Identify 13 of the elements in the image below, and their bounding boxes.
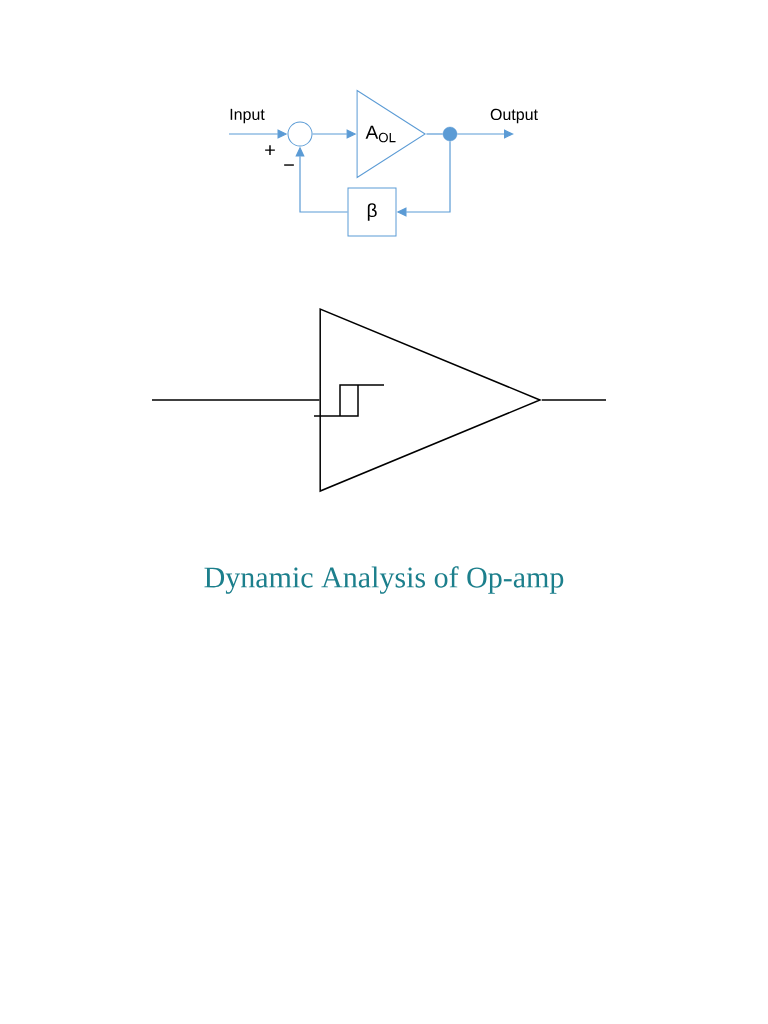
signal-label: Output bbox=[490, 108, 538, 124]
caption: Dynamic Analysis of Op-amp bbox=[204, 566, 564, 594]
arrow bbox=[456, 129, 514, 139]
signal-label: − bbox=[284, 164, 294, 166]
signal-label: + bbox=[265, 145, 275, 155]
connector-line bbox=[151, 399, 321, 401]
signal-label: Input bbox=[230, 108, 265, 124]
junction-dot bbox=[442, 126, 458, 142]
connector-line bbox=[425, 133, 444, 135]
amplifier-triangle: A$_{OL}$ bbox=[356, 90, 426, 178]
connector-line bbox=[541, 399, 607, 401]
gain-box: β bbox=[347, 187, 397, 237]
summing-circle bbox=[287, 121, 313, 147]
